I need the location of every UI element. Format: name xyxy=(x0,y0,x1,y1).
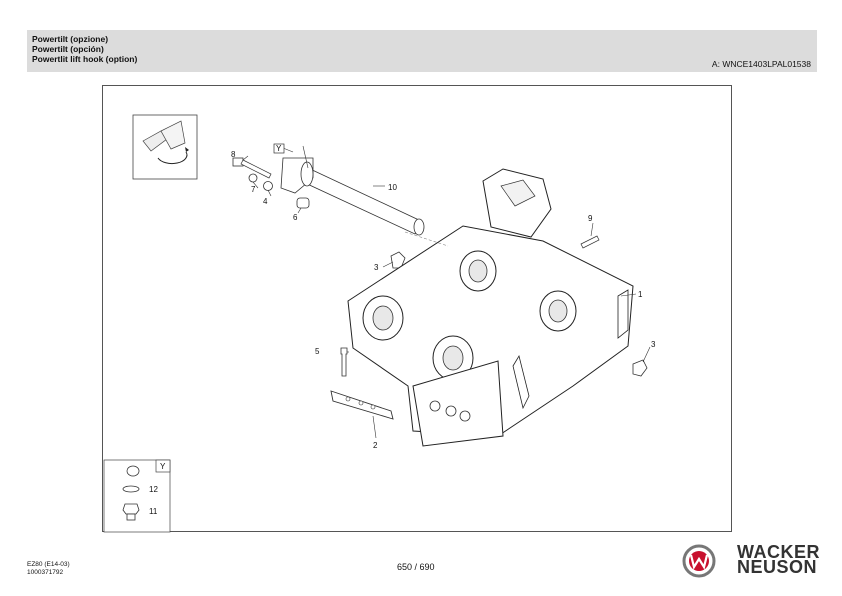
page-header: Powertilt (opzione) Powertilt (opción) P… xyxy=(27,30,817,72)
pin-part-10 xyxy=(280,157,425,236)
inset-detail-y xyxy=(103,459,171,533)
grease-fitting-part-3-right xyxy=(632,359,648,377)
footer-doc-number: 1000371792 xyxy=(27,569,64,576)
callout-9: 9 xyxy=(588,214,593,223)
callout-5: 4 xyxy=(263,197,268,206)
bolt-part-8 xyxy=(232,157,272,179)
callout-7: 7 xyxy=(251,185,256,194)
pin-centerline xyxy=(404,231,449,247)
bolt-part-4 xyxy=(340,347,348,377)
callout-2: 2 xyxy=(373,441,378,450)
bushing-part-6 xyxy=(296,197,310,209)
footer-doc-info: EZ80 (E14-03) 1000371792 xyxy=(27,561,70,577)
callout-1: 1 xyxy=(638,290,643,299)
header-titles: Powertilt (opzione) Powertilt (opción) P… xyxy=(32,34,137,64)
callout-3: 3 xyxy=(374,263,379,272)
callout-10: 10 xyxy=(388,183,397,192)
callout-6: 6 xyxy=(293,213,298,222)
brand-line-1: WACKER xyxy=(737,542,820,562)
plate-part-2 xyxy=(330,390,394,420)
callout-3-right: 3 xyxy=(651,340,656,349)
parts-diagram-frame: Y 8 7 4 6 10 3 9 1 3 5 2 Y 12 11 xyxy=(102,85,732,533)
brand-name: WACKER NEUSON xyxy=(737,542,820,577)
brand-line-2: NEUSON xyxy=(737,557,818,577)
footer-model: EZ80 (E14-03) xyxy=(27,561,70,568)
callout-4: 5 xyxy=(315,347,320,356)
title-italian: Powertilt (opzione) xyxy=(32,34,109,44)
parts-diagram: Y 8 7 4 6 10 3 9 1 3 5 2 Y 12 11 xyxy=(103,114,656,533)
washer-part-7 xyxy=(248,173,258,183)
grease-fitting-part-3 xyxy=(390,251,406,269)
washer-part-5 xyxy=(263,181,273,191)
inset-view-label: Y xyxy=(160,462,166,471)
page-number: 650 / 690 xyxy=(397,562,435,572)
logo-icon xyxy=(682,544,716,578)
bolt-part-9 xyxy=(580,235,600,249)
title-english: Powertlit lift hook (option) xyxy=(32,54,138,64)
callout-11: 11 xyxy=(149,507,158,516)
rotation-detail-icon xyxy=(132,114,198,180)
title-spanish: Powertilt (opción) xyxy=(32,44,104,54)
view-label-box xyxy=(273,143,285,154)
wacker-neuson-logo xyxy=(681,544,821,578)
callout-12: 12 xyxy=(149,485,158,494)
reference-code: A: WNCE1403LPAL01538 xyxy=(711,59,811,69)
view-label: Y xyxy=(276,144,282,153)
callout-8: 8 xyxy=(231,150,236,159)
quick-coupler-body-part-1 xyxy=(347,168,634,447)
